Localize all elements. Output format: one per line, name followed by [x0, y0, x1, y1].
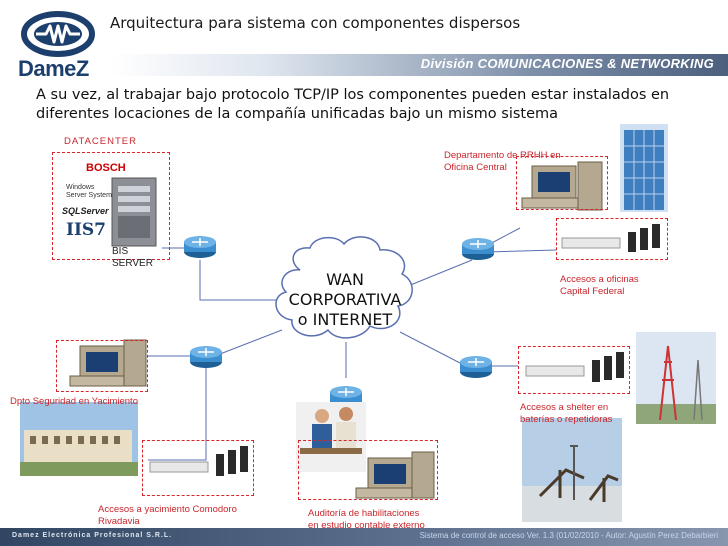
link-datacenter-cloud — [199, 260, 282, 301]
comodoro-label-line2: Rivadavia — [98, 516, 140, 527]
server-label-line2: SERVER — [112, 258, 153, 269]
rrhh-label-line2: Oficina Central — [444, 162, 507, 173]
oficinas-box — [556, 218, 668, 260]
shelter-box — [518, 346, 630, 394]
windows-server-logo: Windows Server System — [66, 184, 112, 199]
pc-icon-rrhh — [521, 161, 603, 211]
damez-logo-icon — [21, 11, 95, 57]
datacenter-label: DATACENTER — [64, 136, 137, 147]
access-panel-icon-shelter — [525, 352, 624, 382]
oficinas-label-line2: Capital Federal — [560, 286, 625, 297]
brand-name: DameZ — [18, 56, 89, 81]
router-icon-shelter — [460, 356, 492, 378]
rrhh-label-line1: Departamento de RRHH en — [444, 150, 561, 161]
antenna-tower-image — [636, 332, 716, 424]
footer-bar — [0, 528, 728, 546]
seguridad-label: Dpto Seguridad en Yacimiento — [10, 396, 138, 407]
shelter-label-line2: baterías o repetidoras — [520, 414, 613, 425]
pc-icon-seguridad — [69, 339, 147, 387]
wan-label: WAN CORPORATIVA o INTERNET — [278, 270, 412, 330]
router-icon-datacenter — [184, 236, 216, 258]
router-icon-seguridad — [190, 346, 222, 368]
server-label-line1: BIS — [112, 246, 129, 257]
division-label: División COMUNICACIONES & NETWORKING — [420, 56, 714, 71]
auditoria-label-line1: Auditoría de habilitaciones — [308, 508, 420, 519]
router-icon-rrhh — [462, 238, 494, 260]
link-cloud-rrhh — [407, 259, 473, 287]
access-panel-icon-oficinas — [561, 224, 660, 252]
link-seguridad-comodoro — [148, 368, 207, 461]
oil-field-image — [522, 418, 622, 522]
field-building-image — [20, 402, 138, 476]
wan-cloud-icon — [275, 236, 413, 339]
server-tower-icon — [111, 177, 157, 247]
division-banner — [110, 54, 728, 76]
seguridad-box — [56, 340, 148, 392]
wan-line3: o INTERNET — [297, 310, 393, 329]
comodoro-box — [142, 440, 254, 496]
comodoro-label-line1: Accesos a yacimiento Comodoro — [98, 504, 237, 515]
rrhh-box — [516, 156, 608, 210]
access-panel-icon-comodoro — [149, 446, 248, 476]
office-workers-image — [296, 402, 366, 472]
shelter-label-line1: Accesos a shelter en — [520, 402, 609, 413]
wan-line2: CORPORATIVA — [288, 290, 402, 309]
auditoria-box — [298, 440, 438, 500]
wan-line1: WAN — [326, 270, 364, 289]
link-cloud-seguridad — [219, 329, 283, 355]
auditoria-label-line2: en estudio contable externo — [308, 520, 425, 531]
datacenter-box — [52, 152, 170, 260]
bosch-logo: BOSCH — [86, 162, 126, 174]
page-title: Arquitectura para sistema con componente… — [110, 14, 521, 32]
office-tower-image — [620, 124, 668, 212]
intro-text: A su vez, al trabajar bajo protocolo TCP… — [36, 87, 670, 122]
iis-logo: IIS7 — [66, 220, 107, 240]
link-cloud-shelter — [399, 331, 463, 365]
link-rrhh-oficinas — [485, 249, 557, 253]
footer-company: Damez Electrónica Profesional S.R.L. — [12, 532, 173, 539]
pc-icon-auditoria — [355, 451, 435, 499]
oficinas-label-line1: Accesos a oficinas — [560, 274, 639, 285]
footer-version: Sistema de control de acceso Ver. 1.3 (0… — [419, 531, 718, 540]
sql-server-logo: SQLServer — [62, 206, 109, 216]
